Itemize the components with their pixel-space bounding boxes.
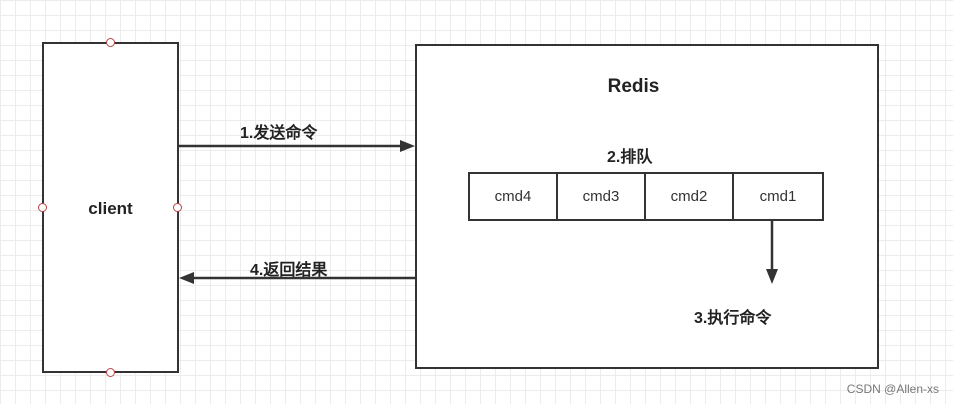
return-result-label: 4.返回结果 xyxy=(250,262,328,279)
return-arrow xyxy=(179,272,415,284)
command-queue: cmd4 cmd3 cmd2 cmd1 xyxy=(468,172,824,221)
client-label: client xyxy=(88,199,133,218)
queue-cell-cmd2: cmd2 xyxy=(646,174,734,219)
queue-cell-cmd4: cmd4 xyxy=(470,174,558,219)
execute-arrow xyxy=(766,221,778,284)
execute-label: 3.执行命令 xyxy=(694,310,772,327)
connection-handle-left[interactable] xyxy=(38,203,47,212)
queue-label: 2.排队 xyxy=(607,149,653,166)
watermark: CSDN @Allen-xs xyxy=(846,382,939,396)
send-arrow xyxy=(179,140,415,152)
queue-cell-cmd3: cmd3 xyxy=(558,174,646,219)
queue-cell-cmd1: cmd1 xyxy=(759,188,797,205)
send-command-label: 1.发送命令 xyxy=(240,125,318,142)
connection-handle-bottom[interactable] xyxy=(106,368,115,377)
connection-handle-right[interactable] xyxy=(173,203,182,212)
connection-handle-top[interactable] xyxy=(106,38,115,47)
redis-title: Redis xyxy=(607,76,660,97)
